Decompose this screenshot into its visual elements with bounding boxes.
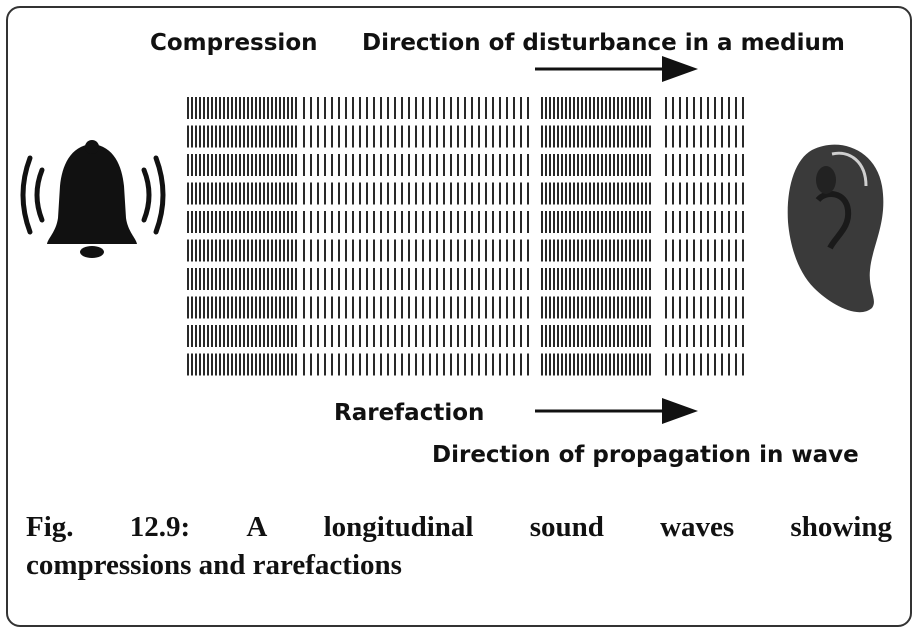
- caption-word: 12.9:: [129, 511, 191, 543]
- ear-icon: [787, 144, 884, 313]
- arrow-right-icon: [535, 398, 698, 424]
- figure-frame: [6, 6, 912, 627]
- sound-lines-left-icon: [20, 155, 45, 235]
- compression-label: Compression: [150, 30, 318, 56]
- longitudinal-wave-pattern: [187, 97, 744, 376]
- caption-word: waves: [660, 511, 735, 543]
- caption-word: Fig.: [26, 511, 74, 543]
- bell-icon: [47, 140, 137, 258]
- sound-lines-right-icon: [141, 155, 166, 235]
- arrow-right-icon: [535, 56, 698, 82]
- caption-word: A: [246, 511, 268, 543]
- caption-word: longitudinal: [323, 511, 474, 543]
- propagation-direction-label: Direction of propagation in wave: [432, 442, 859, 468]
- rarefaction-label: Rarefaction: [334, 400, 485, 426]
- caption-word: sound: [529, 511, 604, 543]
- disturbance-direction-label: Direction of disturbance in a medium: [362, 30, 845, 56]
- caption-line-2: compressions and rarefactions: [26, 549, 402, 581]
- caption-word: showing: [790, 511, 892, 543]
